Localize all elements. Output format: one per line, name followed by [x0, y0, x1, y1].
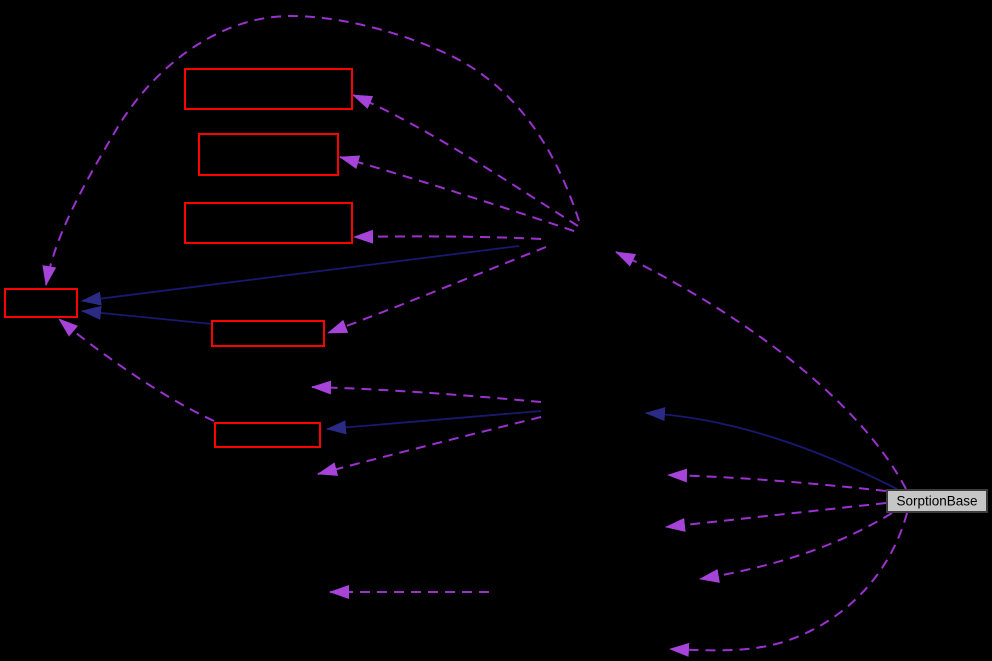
class-node-box6[interactable]	[214, 422, 321, 448]
edge-hub1-to-box2	[339, 155, 575, 232]
edge-box5-to-box4	[81, 305, 213, 325]
edge-sorption-to-hub1	[615, 251, 907, 490]
edge-hub1-to-box4-solid	[81, 245, 520, 306]
edge-box6-to-box4	[58, 318, 215, 422]
class-node-rect-box4[interactable]	[4, 288, 78, 318]
edge-sorption-to-node-f	[669, 512, 908, 657]
class-node-box2[interactable]	[198, 133, 339, 176]
edge-hub1-to-box3	[353, 229, 542, 244]
edge-hub1-to-box4-arc	[42, 14, 580, 286]
class-node-rect-box6[interactable]	[214, 422, 321, 448]
class-node-rect-box3[interactable]	[184, 202, 353, 244]
edge-hub1-to-box5	[327, 246, 547, 334]
edge-sorption-to-node-c	[667, 468, 887, 492]
class-node-rect-sorption-base	[886, 489, 988, 513]
class-node-box4[interactable]	[4, 288, 78, 318]
class-node-box3[interactable]	[184, 202, 353, 244]
edge-hub2-to-box6	[326, 410, 542, 435]
class-node-rect-box2[interactable]	[198, 133, 339, 176]
edge-hub1-to-box1	[352, 94, 579, 227]
edge-hub2-to-node-b	[317, 416, 542, 476]
node-label-sorption-base: SorptionBase	[896, 494, 977, 509]
edge-sorption-to-node-e	[699, 512, 893, 583]
class-node-box5[interactable]	[211, 320, 325, 347]
edge-hub2-to-node-a	[311, 380, 542, 403]
class-node-rect-box1[interactable]	[184, 68, 353, 110]
class-node-rect-box5[interactable]	[211, 320, 325, 347]
class-node-sorption-base: SorptionBase	[886, 489, 988, 513]
edge-sorption-to-node-d	[665, 502, 887, 532]
edge-sorption-to-hub2	[645, 407, 898, 490]
class-node-box1[interactable]	[184, 68, 353, 110]
